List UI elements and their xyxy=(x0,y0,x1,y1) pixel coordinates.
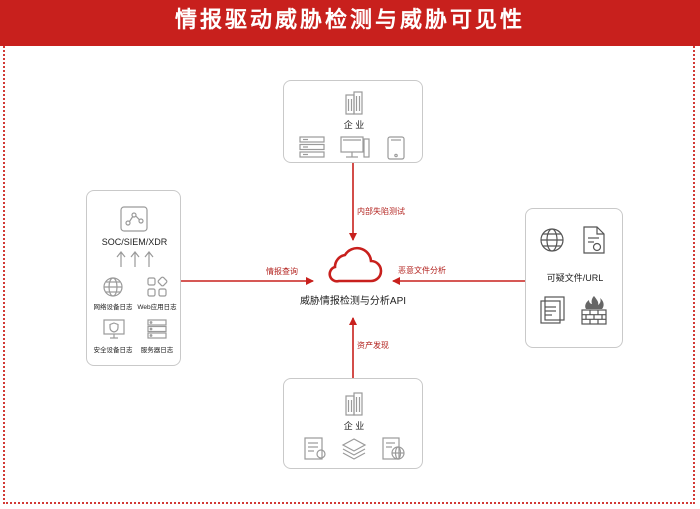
building-icon xyxy=(345,91,363,115)
edge-label-bottom: 资产发现 xyxy=(357,341,389,350)
cloud-icon xyxy=(328,246,383,283)
left-box-title: SOC/SIEM/XDR xyxy=(101,237,168,247)
network-device-log-label: 网络设备日志 xyxy=(93,304,133,311)
edge-label-right: 恶意文件分析 xyxy=(398,266,446,275)
building-icon xyxy=(345,392,363,416)
web-app-log-label: Web应用日志 xyxy=(137,304,177,311)
stack-layers-icon xyxy=(341,438,367,460)
security-monitor-icon xyxy=(103,319,125,339)
globe-icon xyxy=(540,228,564,252)
right-suspicious-box: 可疑文件/URL xyxy=(525,208,623,348)
bottom-enterprise-box: 企 业 xyxy=(283,378,423,469)
edge-label-left: 情报查询 xyxy=(266,267,298,276)
upward-arrows-icon xyxy=(116,251,154,267)
certificate-document-icon xyxy=(304,437,326,460)
top-box-title: 企 业 xyxy=(343,120,365,130)
dotted-frame xyxy=(3,46,695,504)
page-title: 情报驱动威胁检测与威胁可见性 xyxy=(174,7,525,32)
edge-label-top: 内部失陷测试 xyxy=(357,207,405,216)
firewall-icon xyxy=(581,296,607,325)
center-label: 威胁情报检测与分析API xyxy=(299,296,407,307)
security-device-log-label: 安全设备日志 xyxy=(93,347,133,354)
server-rack-icon xyxy=(299,136,325,158)
title-banner: 情报驱动威胁检测与威胁可见性 xyxy=(0,0,700,46)
documents-icon xyxy=(540,296,565,324)
globe-icon xyxy=(103,277,123,297)
network-graph-icon xyxy=(120,206,148,232)
left-soc-box: SOC/SIEM/XDR 网络设备日志 Web应用日志 安全设备日志 服务器日志 xyxy=(86,190,181,366)
right-box-title: 可疑文件/URL xyxy=(546,273,604,283)
desktop-computer-icon xyxy=(340,136,370,158)
server-icon xyxy=(147,319,167,339)
bottom-box-title: 企 业 xyxy=(343,421,365,431)
apps-grid-icon xyxy=(147,276,168,297)
file-download-icon xyxy=(583,226,605,254)
globe-document-icon xyxy=(382,437,405,460)
top-enterprise-box: 企 业 xyxy=(283,80,423,163)
tablet-icon xyxy=(387,136,405,160)
server-log-label: 服务器日志 xyxy=(140,347,174,354)
